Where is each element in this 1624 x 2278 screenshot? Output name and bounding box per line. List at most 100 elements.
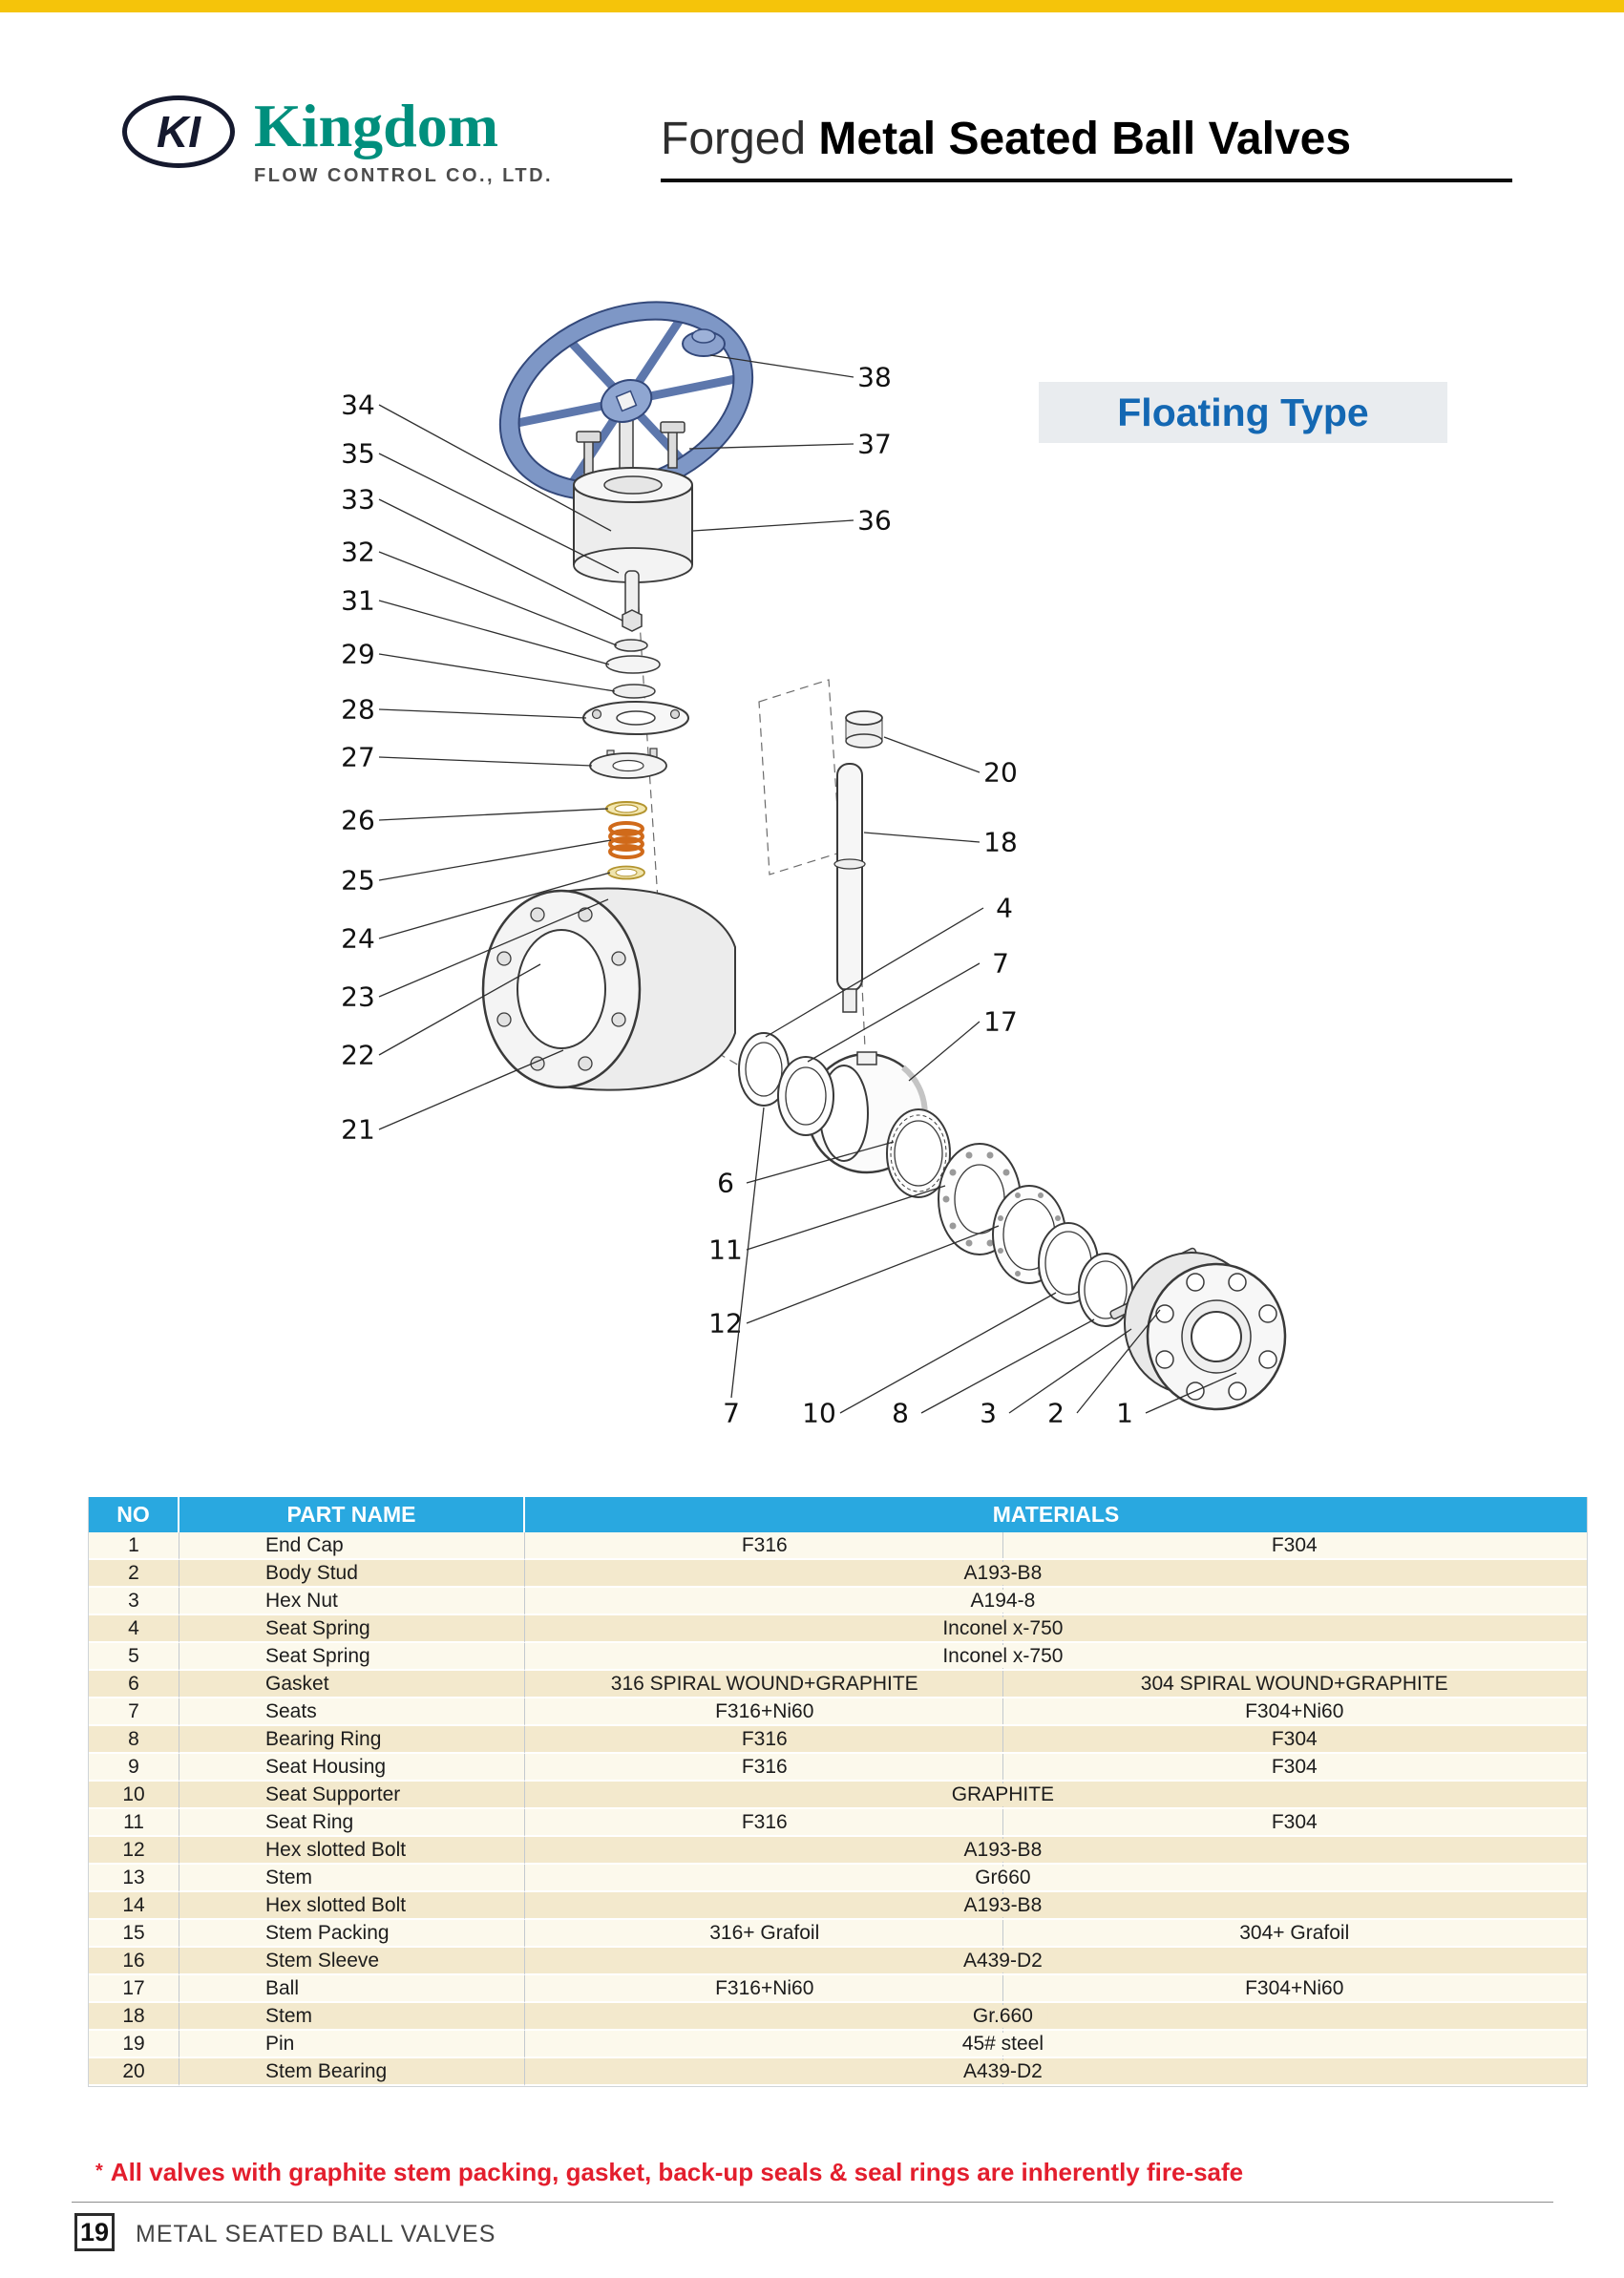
gasket-ring [886,1108,951,1198]
callout-number: 23 [341,981,375,1013]
callout-leader-line [709,354,854,378]
callout-leader-line [746,1141,895,1184]
callout-number: 7 [723,1398,740,1429]
logo-ki-text: KI [157,107,200,157]
cell-part-name: Seat Supporter [179,1782,525,1809]
callout-leader-line [378,872,611,939]
callout-leader-line [1008,1328,1132,1414]
cell-no: 14 [89,1892,179,1920]
material-value: F304 [1271,1810,1318,1833]
callout-number: 28 [341,694,375,726]
callout-number: 36 [857,505,892,537]
material-value: Inconel x-750 [927,1644,1079,1668]
material-value: GRAPHITE [936,1782,1070,1806]
callout-number: 4 [996,893,1013,924]
packing-flange [582,701,689,735]
construction-lines [618,446,1247,1364]
note-text: All valves with graphite stem packing, g… [110,2158,1244,2186]
top-accent-bar [0,0,1624,12]
callout-layer: 3435333231292827262524232221383736201847… [341,354,1237,1429]
cell-materials: Inconel x-750 [525,1643,1587,1671]
cell-no: 11 [89,1809,179,1837]
callout-leader-line [1076,1309,1161,1414]
cell-part-name: Hex slotted Bolt [179,1892,525,1920]
callout-leader-line [863,832,981,843]
table-header-row: NO PART NAME MATERIALS [89,1497,1587,1532]
callout-leader-line [378,600,610,665]
stem-spring [608,821,644,859]
callout-number: 22 [341,1040,375,1071]
seat-ring-bolted [938,1143,1022,1255]
brand-logo: KI Kingdom FLOW CONTROL CO., LTD. [122,95,553,187]
cell-materials: A193-B8 [525,1892,1587,1920]
callout-number: 25 [341,865,375,896]
callout-leader-line [908,1021,981,1082]
end-cap-flange [1109,1247,1287,1411]
callout-leader-line [378,898,609,998]
callout-leader-line [378,404,612,532]
material-value: F316 [741,1810,788,1833]
callout-number: 26 [341,805,375,836]
footer-section-title: METAL SEATED BALL VALVES [136,2221,496,2247]
cell-part-name: Stem Packing [179,1920,525,1948]
page-title-light: Forged [661,114,819,164]
callout-number: 17 [983,1006,1018,1038]
callout-number: 33 [341,484,375,516]
callout-number: 29 [341,639,375,670]
cell-no: 17 [89,1975,179,2003]
body-bolt-holes [496,907,626,1071]
callout-number: 31 [341,585,375,617]
cell-materials: A193-B8 [525,1837,1587,1865]
cell-materials: F316 F304 [525,1754,1587,1782]
cell-part-name: Stem Sleeve [179,1948,525,1975]
callout-number: 35 [341,438,375,470]
cell-part-name: Seat Spring [179,1643,525,1671]
material-value: 304+ Grafoil [1239,1921,1350,1944]
material-value: F304 [1271,1755,1318,1778]
seat-and-seal-rings [738,1032,1133,1327]
header-part-name: PART NAME [179,1497,525,1532]
callout-leader-line [765,907,984,1038]
material-value: A193-B8 [948,1838,1058,1862]
callout-number: 8 [892,1398,909,1429]
cell-no: 10 [89,1782,179,1809]
cell-no: 16 [89,1948,179,1975]
callout-leader-line [688,443,854,450]
callout-leader-line [378,963,541,1056]
cell-materials: Gr660 [525,1865,1587,1892]
brand-name: Kingdom [254,92,499,159]
callout-number: 32 [341,537,375,568]
cell-no: 13 [89,1865,179,1892]
callout-leader-line [378,808,609,821]
cell-no: 19 [89,2031,179,2058]
cell-no: 15 [89,1920,179,1948]
callout-number: 6 [717,1168,734,1199]
material-value: A439-D2 [947,2059,1058,2083]
material-value: F316 [741,1533,788,1556]
material-value: Gr.660 [957,2004,1048,2028]
cell-part-name: Stem Bearing [179,2058,525,2086]
bonnet-housing [573,421,693,583]
exploded-diagram: 3435333231292827262524232221383736201847… [341,301,1287,1429]
material-value: F304+Ni60 [1245,1699,1344,1722]
callout-number: 3 [980,1398,997,1429]
cell-no: 1 [89,1532,179,1560]
cell-materials: F316 F304 [525,1809,1587,1837]
callout-leader-line [1145,1372,1237,1414]
cell-part-name: Stem [179,1865,525,1892]
material-value: F316 [741,1755,788,1778]
cell-materials: Gr.660 [525,2003,1587,2031]
logo-ki-badge: KI [122,95,235,168]
packing-plate [589,748,667,779]
back-up-ring [607,865,645,880]
